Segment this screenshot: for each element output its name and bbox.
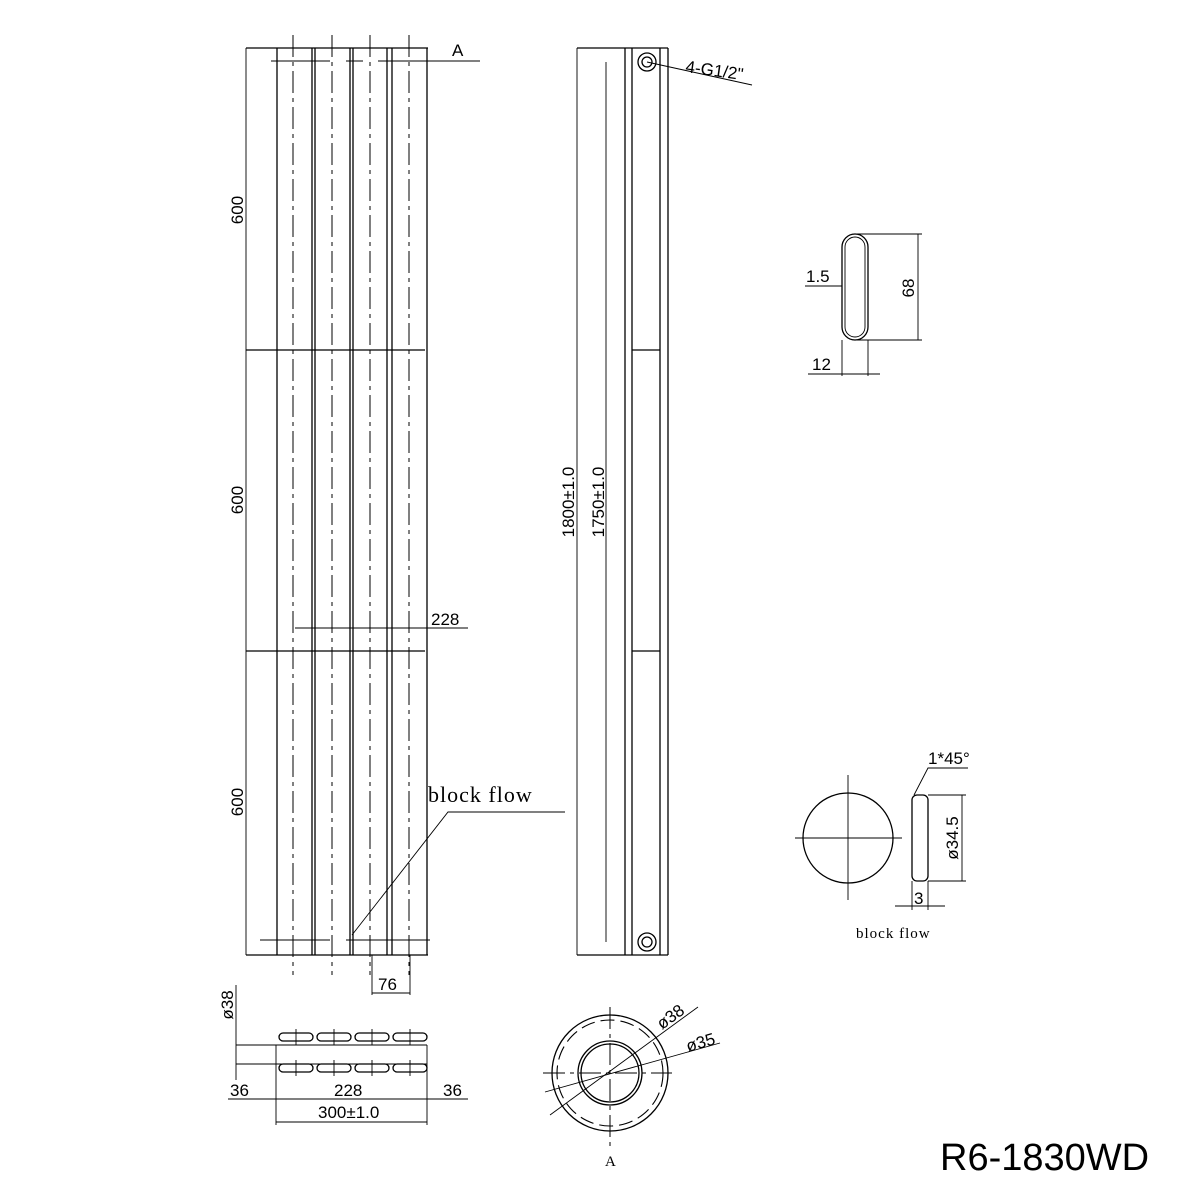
side-view bbox=[576, 47, 753, 956]
depth-dim: 68 bbox=[899, 279, 918, 298]
segment-dim-2: 600 bbox=[228, 486, 247, 514]
center-dim: 228 bbox=[334, 1081, 362, 1100]
tube-pitch-dim: 76 bbox=[378, 975, 397, 994]
section-a bbox=[543, 1006, 721, 1147]
thickness-dim: 3 bbox=[914, 889, 923, 908]
right-offset-dim: 36 bbox=[443, 1081, 462, 1100]
block-flow-detail-label: block flow bbox=[856, 926, 931, 942]
overall-width-dim: 300±1.0 bbox=[318, 1103, 379, 1122]
wall-dim: 1.5 bbox=[806, 267, 830, 286]
connection-label: 4-G1/2" bbox=[684, 57, 744, 84]
pipe-dim: ø38 bbox=[218, 990, 237, 1019]
overall-height-dim: 1800±1.0 bbox=[559, 467, 578, 538]
segment-dim-1: 600 bbox=[228, 196, 247, 224]
center-height-dim: 1750±1.0 bbox=[589, 467, 608, 538]
left-offset-dim: 36 bbox=[230, 1081, 249, 1100]
section-label-a: A bbox=[452, 41, 464, 60]
bottom-view bbox=[228, 985, 468, 1125]
front-view bbox=[245, 35, 565, 995]
inner-dim: ø35 bbox=[684, 1030, 717, 1056]
block-flow-detail bbox=[795, 767, 968, 910]
segment-dim-3: 600 bbox=[228, 788, 247, 816]
model-code: R6-1830WD bbox=[940, 1137, 1149, 1179]
outer-dim: ø38 bbox=[653, 1001, 688, 1034]
inner-width-dim: 228 bbox=[431, 610, 459, 629]
chamfer-dim: 1*45° bbox=[928, 749, 970, 768]
section-a-label: A bbox=[605, 1154, 617, 1170]
tube-section bbox=[805, 233, 922, 376]
width-dim: 12 bbox=[812, 355, 831, 374]
diameter-dim: ø34.5 bbox=[943, 816, 962, 859]
block-flow-label: block flow bbox=[428, 782, 533, 807]
